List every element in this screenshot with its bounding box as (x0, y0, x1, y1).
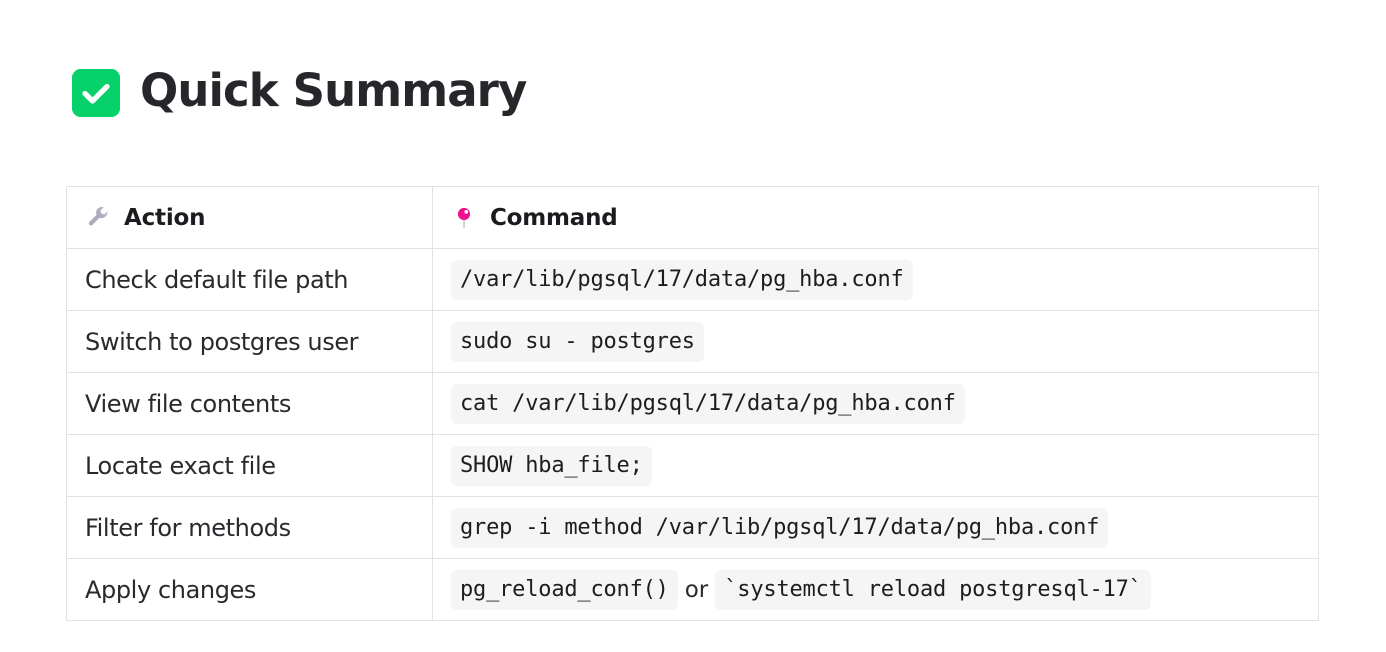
command-code[interactable]: sudo su - postgres (451, 321, 704, 362)
wrench-icon (85, 205, 111, 231)
column-header-action: Action (66, 186, 433, 249)
command-code[interactable]: /var/lib/pgsql/17/data/pg_hba.conf (451, 259, 913, 300)
column-header-command: Command (432, 186, 1319, 249)
column-header-action-label: Action (124, 204, 206, 231)
column-header-command-label: Command (490, 204, 618, 231)
action-cell: Locate exact file (66, 434, 433, 497)
table-row: Locate exact file SHOW hba_file; (66, 434, 1319, 497)
command-cell: sudo su - postgres (432, 310, 1319, 373)
table-header: Action Command (66, 186, 1319, 249)
table-row: View file contents cat /var/lib/pgsql/17/… (66, 372, 1319, 435)
table-row: Check default file path/var/lib/pgsql/17… (66, 248, 1319, 311)
command-cell: /var/lib/pgsql/17/data/pg_hba.conf (432, 248, 1319, 311)
command-code[interactable]: cat /var/lib/pgsql/17/data/pg_hba.conf (451, 383, 965, 424)
summary-table: Action Command (66, 186, 1319, 621)
command-cell: grep -i method /var/lib/pgsql/17/data/pg… (432, 496, 1319, 559)
command-code[interactable]: `systemctl reload postgresql-17` (715, 569, 1151, 610)
page-title: Quick Summary (140, 64, 527, 118)
table-header-row: Action Command (66, 186, 1319, 249)
command-code[interactable]: pg_reload_conf() (451, 569, 678, 610)
action-cell: Apply changes (66, 558, 433, 621)
table-body: Check default file path/var/lib/pgsql/17… (66, 248, 1319, 621)
action-cell: Switch to postgres user (66, 310, 433, 373)
command-cell: SHOW hba_file; (432, 434, 1319, 497)
table-row: Switch to postgres user sudo su - postgre… (66, 310, 1319, 373)
table-row: Filter for methods grep -i method /var/li… (66, 496, 1319, 559)
command-text: or (684, 576, 709, 603)
summary-table-container: Action Command (66, 186, 1319, 621)
round-pushpin-icon (451, 205, 477, 231)
page-heading: Quick Summary (0, 0, 1386, 143)
command-cell: pg_reload_conf()or`systemctl reload post… (432, 558, 1319, 621)
command-code[interactable]: SHOW hba_file; (451, 445, 652, 486)
action-cell: Check default file path (66, 248, 433, 311)
white-check-mark-icon (72, 68, 120, 117)
action-cell: View file contents (66, 372, 433, 435)
action-cell: Filter for methods (66, 496, 433, 559)
command-code[interactable]: grep -i method /var/lib/pgsql/17/data/pg… (451, 507, 1109, 548)
command-cell: cat /var/lib/pgsql/17/data/pg_hba.conf (432, 372, 1319, 435)
